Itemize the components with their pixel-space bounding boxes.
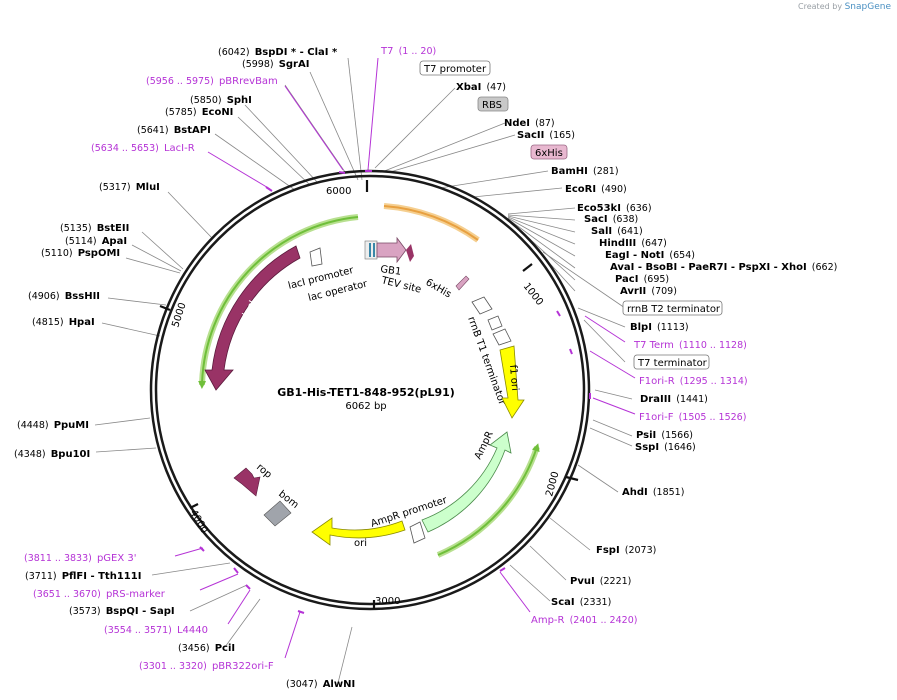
svg-text:(5317) MluI: (5317) MluI	[99, 175, 160, 194]
primer-labels-left: (5956 .. 5975) pBRrevBam (5634 .. 5653) …	[24, 69, 278, 673]
t7-promoter-label: T7 promoter	[423, 64, 487, 75]
primer-leader-lines	[174, 57, 636, 659]
6xhis-box	[530, 144, 568, 160]
svg-text:SalI (641): SalI (641)	[591, 219, 643, 238]
svg-text:(3047) AlwNI: (3047) AlwNI	[286, 672, 355, 691]
svg-text:XbaI (47): XbaI (47)	[456, 75, 506, 94]
6xhis-box-label: 6xHis	[535, 148, 563, 159]
rbs-block	[369, 243, 371, 257]
svg-text:(3554 .. 3571) L4440: (3554 .. 3571) L4440	[104, 618, 208, 637]
enzyme-labels-left: (6042) BspDI * - ClaI * (5998) SgrAI (58…	[14, 40, 355, 691]
svg-text:(3301 .. 3320) pBR322ori-F: (3301 .. 3320) pBR322ori-F	[139, 654, 274, 673]
rbs-box	[477, 96, 509, 112]
svg-text:BlpI (1113): BlpI (1113)	[630, 315, 689, 334]
f1-ori-arrow[interactable]	[499, 345, 525, 419]
6xhis-block[interactable]	[455, 275, 470, 291]
ruler-1000: 1000	[521, 281, 545, 308]
svg-text:(5634 .. 5653) LacI-R: (5634 .. 5653) LacI-R	[91, 136, 195, 155]
svg-text:EagI - NotI (654): EagI - NotI (654)	[605, 243, 695, 262]
svg-text:ScaI (2331): ScaI (2331)	[551, 590, 611, 609]
svg-text:(6042) BspDI * - ClaI *: (6042) BspDI * - ClaI *	[218, 40, 338, 59]
tev-site-label: TEV site	[379, 275, 422, 296]
rrnb-t2-box	[622, 300, 723, 316]
ruler-2000: 2000	[544, 470, 561, 497]
t7-promoter-box	[419, 60, 491, 76]
rrnb-t1-label: rrnB T1 terminator	[465, 315, 507, 407]
labels-right: T7 (1 .. 20) T7 promoter XbaI (47) RBS N…	[380, 39, 837, 627]
svg-text:AvaI - BsoBI - PaeR7I - PspXI: AvaI - BsoBI - PaeR7I - PspXI - XhoI (66…	[610, 255, 837, 274]
svg-text:(5110) PspOMI: (5110) PspOMI	[41, 241, 120, 260]
ruler-6000: 6000	[326, 186, 351, 197]
6xhis-label: 6xHis	[424, 277, 454, 300]
ruler-3000: 3000	[375, 596, 400, 607]
svg-text:FspI (2073): FspI (2073)	[596, 538, 656, 557]
ampr-arrow[interactable]	[421, 431, 512, 533]
ori-label: ori	[354, 538, 367, 549]
svg-text:(5956 .. 5975) pBRrevBam: (5956 .. 5975) pBRrevBam	[146, 69, 278, 88]
svg-text:(4348) Bpu10I: (4348) Bpu10I	[14, 442, 90, 461]
ori-arrow[interactable]	[311, 517, 406, 546]
svg-text:HindIII (647): HindIII (647)	[599, 231, 667, 250]
label-leader-lines	[94, 57, 633, 684]
svg-text:(3456) PciI: (3456) PciI	[178, 636, 235, 655]
gb1-label: GB1	[380, 264, 402, 278]
tev-site-block[interactable]	[406, 244, 414, 262]
svg-text:(3811 .. 3833) pGEX 3': (3811 .. 3833) pGEX 3'	[24, 546, 137, 565]
svg-text:(5998) SgrAI: (5998) SgrAI	[242, 52, 309, 71]
svg-text:BamHI (281): BamHI (281)	[551, 159, 619, 178]
svg-text:(3651 .. 3670) pRS-marker: (3651 .. 3670) pRS-marker	[33, 582, 166, 601]
svg-text:(4448) PpuMI: (4448) PpuMI	[17, 413, 89, 432]
rrnb-t2-label: rrnB T2 terminator	[627, 304, 721, 315]
svg-text:NdeI (87): NdeI (87)	[504, 111, 555, 130]
svg-text:T7 Term (1110 .. 1128): T7 Term (1110 .. 1128)	[633, 333, 747, 352]
svg-text:PsiI (1566): PsiI (1566)	[636, 423, 693, 442]
svg-text:SacII (165): SacII (165)	[517, 123, 575, 142]
svg-text:(4906) BssHII: (4906) BssHII	[28, 284, 100, 303]
svg-text:(5641) BstAPI: (5641) BstAPI	[137, 118, 211, 137]
svg-text:AhdI (1851): AhdI (1851)	[622, 480, 684, 499]
rrnb-t2-arrow[interactable]	[471, 296, 493, 315]
laci-promoter-arrow[interactable]	[309, 247, 323, 267]
svg-text:DraIII (1441): DraIII (1441)	[640, 387, 708, 406]
laci-arrow[interactable]	[204, 245, 301, 391]
svg-text:Amp-R (2401 .. 2420): Amp-R (2401 .. 2420)	[531, 608, 637, 627]
t7-terminator-box	[633, 354, 710, 370]
svg-text:(5135) BstEII: (5135) BstEII	[60, 216, 129, 235]
svg-text:SacI (638): SacI (638)	[584, 207, 638, 226]
svg-text:T7 (1 .. 20): T7 (1 .. 20)	[380, 39, 436, 58]
rop-arrow[interactable]	[233, 467, 261, 497]
svg-text:(5850) SphI: (5850) SphI	[190, 88, 252, 107]
svg-text:AvrII (709): AvrII (709)	[620, 279, 677, 298]
svg-text:PvuI (2221): PvuI (2221)	[570, 569, 631, 588]
plasmid-name: GB1-His-TET1-848-952(pL91)	[277, 386, 455, 399]
svg-text:PacI (695): PacI (695)	[615, 267, 669, 286]
svg-text:(3573) BspQI - SapI: (3573) BspQI - SapI	[69, 599, 175, 618]
svg-text:(4815) HpaI: (4815) HpaI	[32, 310, 95, 329]
orf-arcs	[198, 203, 540, 558]
snapgene-credit: Created by SnapGene	[798, 2, 891, 12]
t7-block	[373, 243, 375, 257]
svg-text:(3711) PflFI - Tth111I: (3711) PflFI - Tth111I	[25, 564, 141, 583]
f1-ori-label: f1 ori	[507, 364, 520, 391]
ruler-4000: 4000	[187, 508, 209, 536]
svg-text:F1ori-F (1505 .. 1526): F1ori-F (1505 .. 1526)	[639, 405, 746, 424]
svg-text:F1ori-R (1295 .. 1314): F1ori-R (1295 .. 1314)	[639, 369, 748, 388]
svg-text:(5785) EcoNI: (5785) EcoNI	[165, 100, 233, 119]
ampr-promoter-arrow[interactable]	[409, 521, 426, 544]
plasmid-length: 6062 bp	[345, 401, 386, 412]
ruler-ticks	[159, 180, 579, 609]
gb1-arrow[interactable]	[376, 236, 407, 264]
bom-block[interactable]	[263, 500, 292, 527]
t7-terminator-arrow[interactable]	[492, 328, 512, 346]
svg-text:Eco53kI (636): Eco53kI (636)	[577, 196, 652, 215]
backbone-inner	[154, 174, 586, 606]
t7-terminator-label: T7 terminator	[637, 358, 708, 369]
primer-marks	[199, 170, 591, 614]
rrnb-t1-arrow[interactable]	[487, 315, 503, 331]
svg-text:SspI (1646): SspI (1646)	[635, 435, 696, 454]
rbs-label: RBS	[482, 100, 502, 111]
svg-text:(5114) ApaI: (5114) ApaI	[65, 229, 127, 248]
svg-text:EcoRI (490): EcoRI (490)	[565, 177, 627, 196]
